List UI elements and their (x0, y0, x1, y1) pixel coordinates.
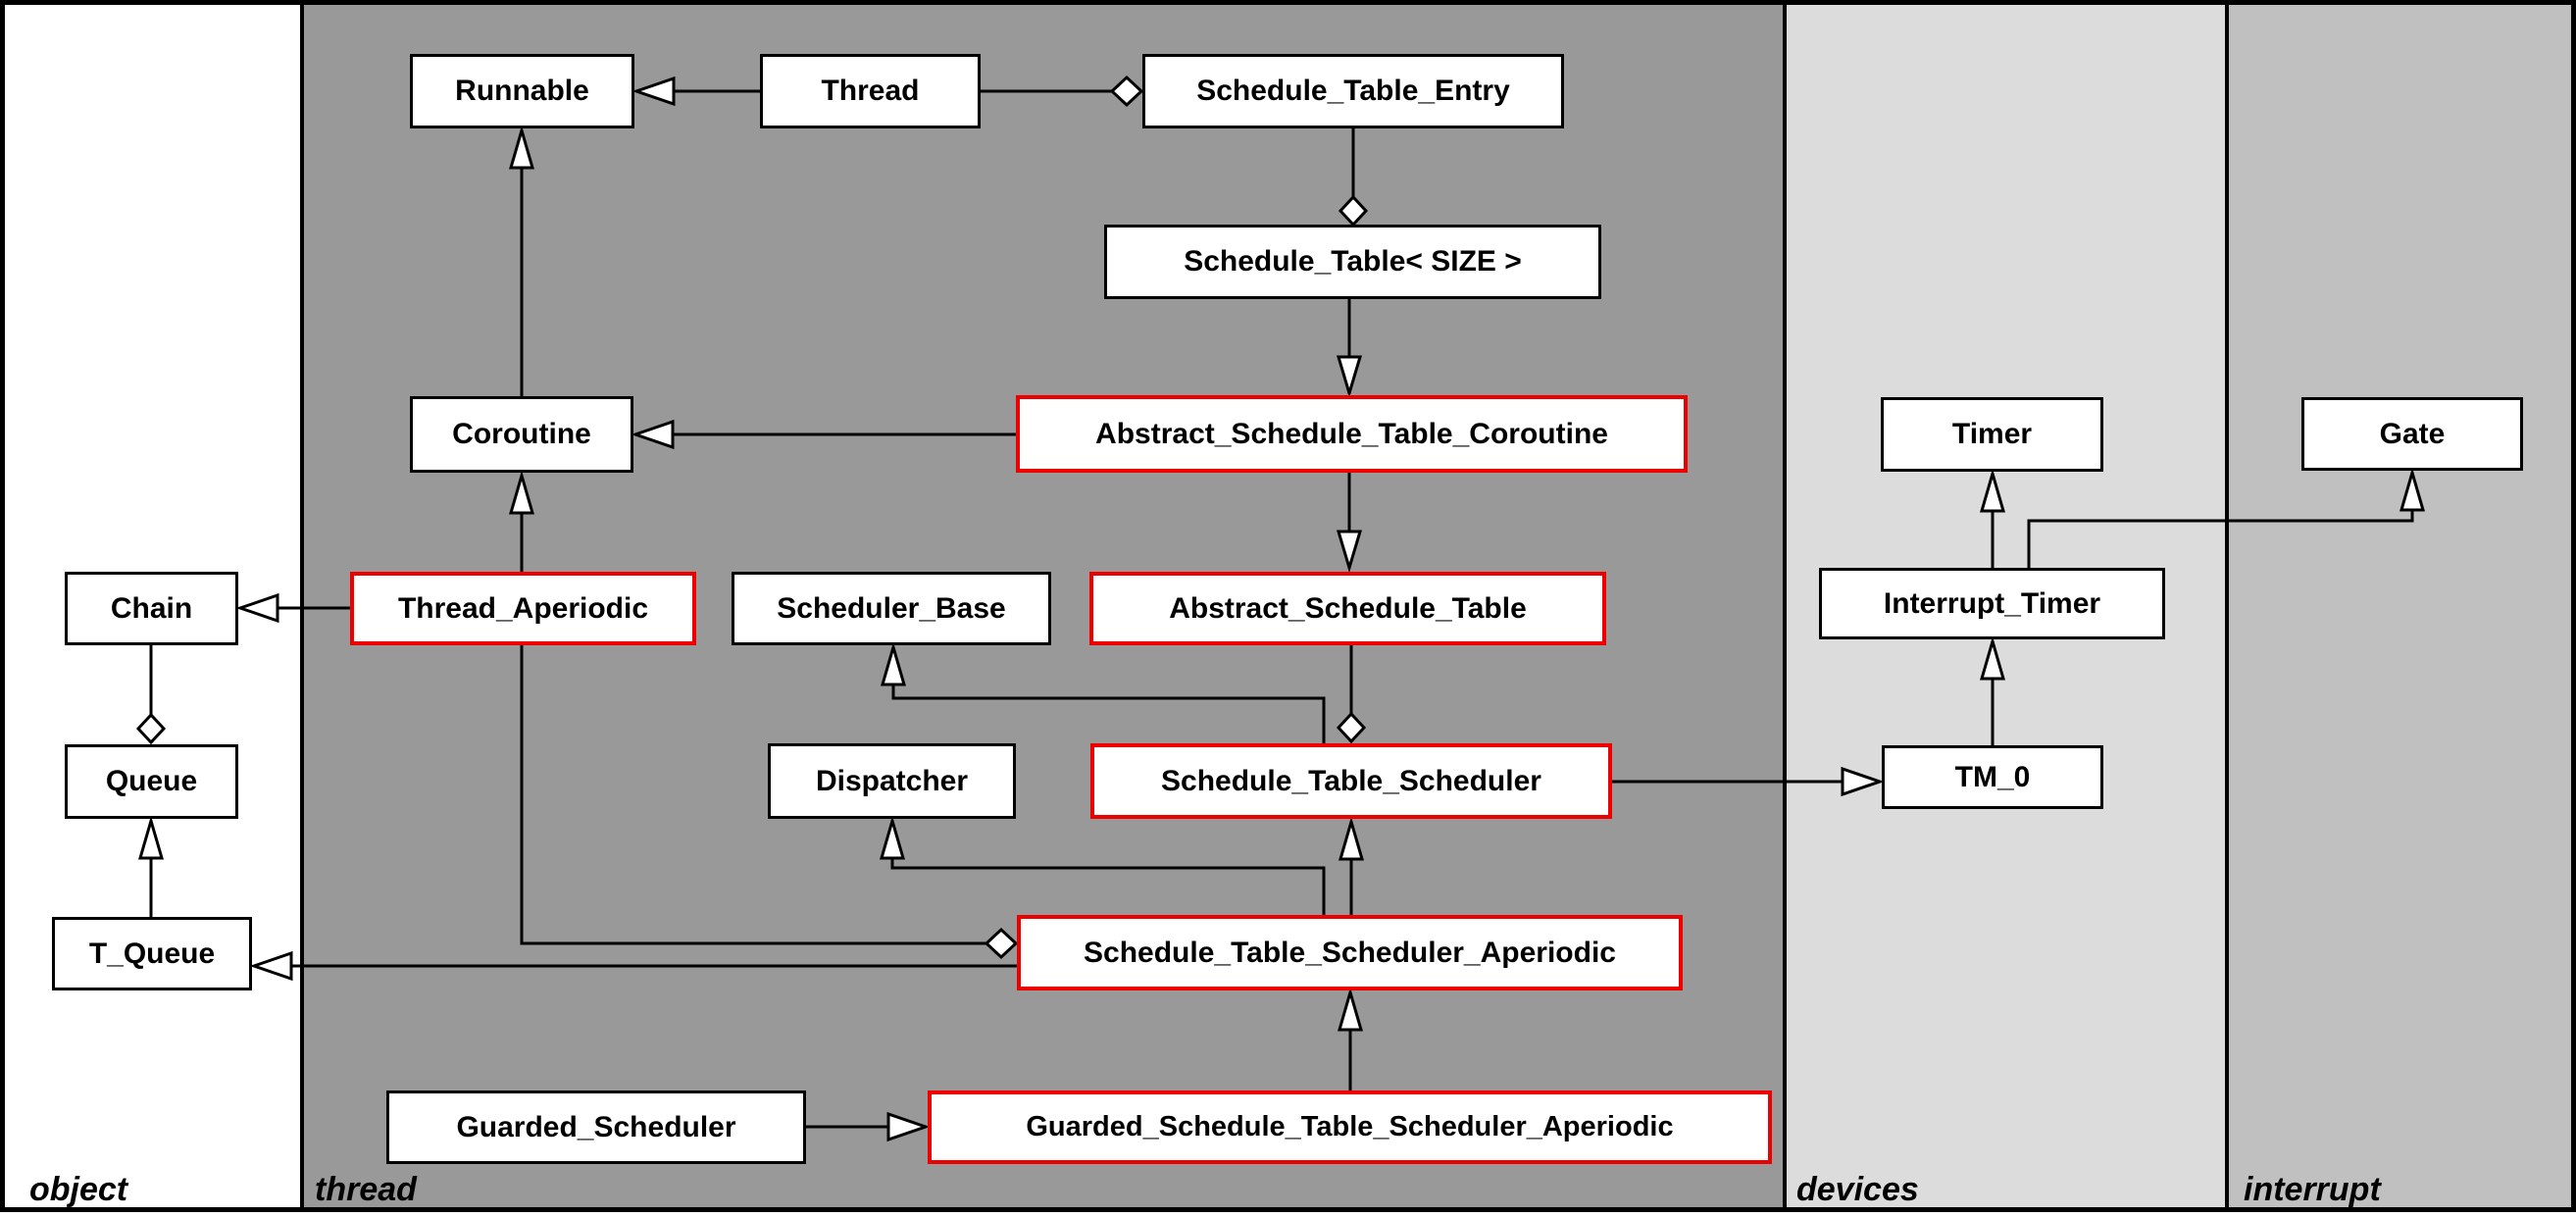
column-label-interrupt: interrupt (2244, 1171, 2381, 1208)
class-box-schedule-table-entry: Schedule_Table_Entry (1142, 54, 1564, 128)
class-box-queue: Queue (65, 744, 238, 819)
column-divider (1783, 0, 1787, 1212)
class-box-schedule-table-scheduler-aperiodic: Schedule_Table_Scheduler_Aperiodic (1017, 915, 1683, 990)
class-label: Runnable (455, 75, 589, 107)
class-box-coroutine: Coroutine (410, 396, 633, 473)
class-label: Dispatcher (815, 764, 969, 797)
class-box-gate: Gate (2301, 397, 2523, 471)
class-label: TM_0 (1954, 760, 2031, 793)
class-box-schedule-table-scheduler: Schedule_Table_Scheduler (1090, 743, 1612, 819)
class-label: Schedule_Table_Entry (1196, 75, 1510, 107)
class-label: Schedule_Table_Scheduler_Aperiodic (1084, 936, 1616, 969)
class-label: Gate (2379, 417, 2446, 450)
class-label: Queue (105, 765, 198, 797)
class-box-thread: Thread (760, 54, 981, 128)
class-label: Timer (1951, 418, 2033, 450)
column-label-thread: thread (315, 1171, 417, 1208)
column-divider (2225, 0, 2229, 1212)
class-box-guarded-schedule-table-scheduler-aperiodic: Guarded_Schedule_Table_Scheduler_Aperiod… (928, 1090, 1772, 1164)
class-box-runnable: Runnable (410, 54, 634, 128)
class-box-abstract-schedule-table-coroutine: Abstract_Schedule_Table_Coroutine (1016, 395, 1688, 473)
class-box-abstract-schedule-table: Abstract_Schedule_Table (1089, 572, 1606, 645)
class-label: Interrupt_Timer (1883, 586, 2101, 620)
frame-right (2571, 0, 2576, 1212)
class-box-timer: Timer (1881, 397, 2103, 472)
frame-left (0, 0, 5, 1212)
class-box-scheduler-base: Scheduler_Base (732, 572, 1051, 645)
class-label: Guarded_Scheduler (456, 1110, 736, 1143)
class-label: Thread_Aperiodic (397, 591, 649, 625)
class-box-dispatcher: Dispatcher (768, 743, 1016, 819)
column-label-object: object (29, 1171, 128, 1208)
class-box-guarded-scheduler: Guarded_Scheduler (386, 1090, 806, 1164)
class-label: Guarded_Schedule_Table_Scheduler_Aperiod… (1026, 1111, 1674, 1142)
column-interrupt (2229, 5, 2571, 1207)
class-box-thread-aperiodic: Thread_Aperiodic (350, 572, 696, 645)
class-box-tm0: TM_0 (1882, 745, 2103, 809)
class-label: Coroutine (452, 418, 591, 450)
frame-bottom (0, 1207, 2576, 1212)
class-label: T_Queue (88, 937, 216, 970)
class-label: Schedule_Table< SIZE > (1184, 245, 1522, 278)
class-label: Schedule_Table_Scheduler (1161, 764, 1541, 797)
class-box-schedule-table: Schedule_Table< SIZE > (1104, 225, 1601, 299)
column-label-devices: devices (1796, 1171, 1919, 1208)
frame-top (0, 0, 2576, 5)
class-label: Thread (821, 75, 920, 107)
class-label: Abstract_Schedule_Table_Coroutine (1095, 417, 1608, 450)
class-box-chain: Chain (65, 572, 238, 645)
column-divider (300, 0, 304, 1212)
class-label: Abstract_Schedule_Table (1169, 591, 1527, 625)
class-box-t-queue: T_Queue (52, 917, 252, 990)
class-label: Chain (110, 591, 193, 625)
class-box-interrupt-timer: Interrupt_Timer (1819, 568, 2165, 639)
class-label: Scheduler_Base (777, 591, 1006, 625)
